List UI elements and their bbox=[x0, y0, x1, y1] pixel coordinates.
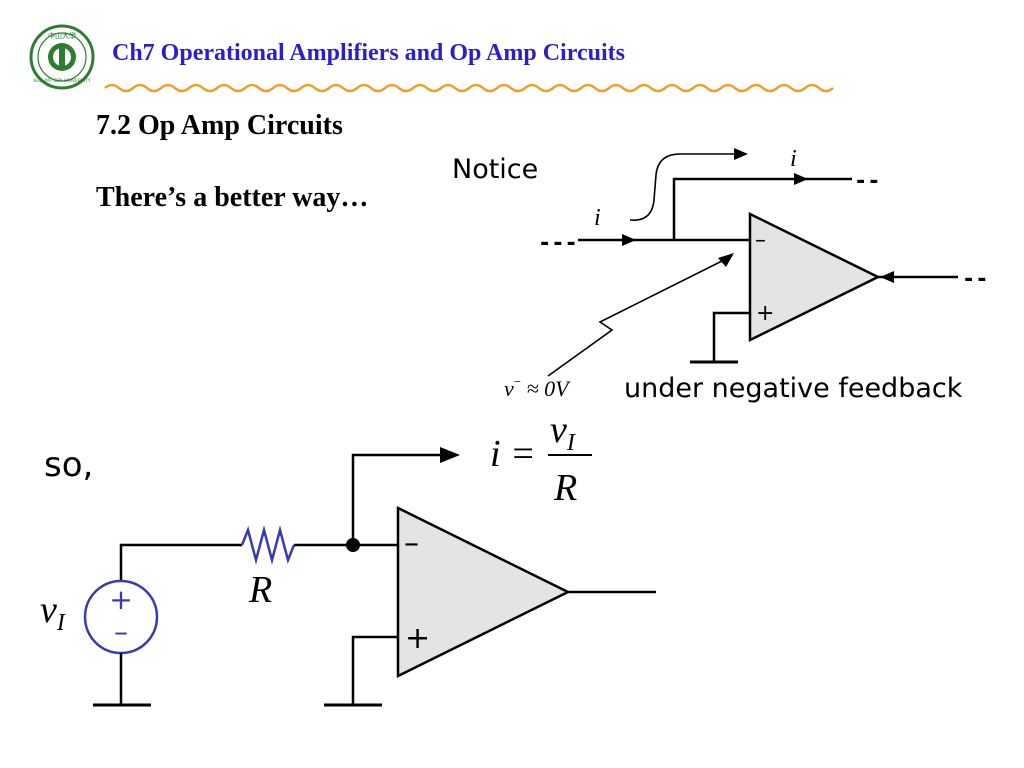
source-label-v: v bbox=[40, 589, 57, 631]
pointer-arrow bbox=[718, 253, 734, 267]
source-label-sub: I bbox=[56, 610, 66, 636]
resistor-symbol bbox=[240, 525, 296, 565]
equation-numerator: vI bbox=[550, 409, 576, 456]
bottom-opamp-minus: – bbox=[404, 526, 419, 561]
equation-lhs: i = bbox=[490, 433, 536, 475]
equation-num-sub: I bbox=[566, 430, 576, 456]
dashes-left: --- bbox=[538, 231, 578, 256]
source-minus: – bbox=[114, 615, 128, 648]
chapter-title: Ch7 Operational Amplifiers and Op Amp Ci… bbox=[112, 40, 625, 66]
top-opamp-plus: + bbox=[756, 301, 774, 326]
current-label-top: i bbox=[790, 146, 797, 172]
logo-chars: 中山大學 bbox=[48, 31, 76, 40]
source-top-wire bbox=[119, 543, 242, 585]
section-title: 7.2 Op Amp Circuits bbox=[96, 110, 343, 141]
top-opamp-minus: – bbox=[755, 228, 766, 253]
dashes-right-out: -- bbox=[962, 267, 989, 292]
bottom-opamp-body bbox=[396, 505, 571, 679]
resistor-label: R bbox=[248, 569, 272, 611]
top-ground-wire bbox=[712, 311, 750, 362]
top-opamp-body bbox=[748, 211, 881, 343]
equation-denominator: R bbox=[553, 467, 577, 509]
bottom-ground-wire bbox=[351, 635, 398, 705]
input-arrow bbox=[622, 234, 636, 246]
negative-feedback-note: under negative feedback bbox=[624, 373, 963, 404]
junction-node bbox=[346, 538, 360, 552]
subtitle: There’s a better way… bbox=[96, 182, 369, 213]
notice-label: Notice bbox=[452, 154, 538, 185]
feedback-arrow bbox=[794, 173, 808, 185]
header-rule bbox=[104, 83, 834, 93]
so-label: so, bbox=[44, 445, 93, 485]
bottom-opamp-plus: + bbox=[405, 621, 430, 656]
vminus-sup: − bbox=[514, 374, 521, 389]
current-out-arrow bbox=[440, 447, 460, 463]
vminus-label: v− ≈ 0V bbox=[504, 374, 571, 401]
dashes-right-top: -- bbox=[854, 169, 881, 194]
equation-num-v: v bbox=[550, 409, 567, 451]
feedback-wire bbox=[672, 177, 852, 240]
current-label-in: i bbox=[594, 205, 601, 231]
source-label: vI bbox=[40, 589, 66, 636]
pointer-squiggle bbox=[547, 258, 727, 377]
current-out-wire bbox=[351, 453, 444, 545]
current-path-curve bbox=[629, 153, 742, 221]
vminus-v: v bbox=[504, 376, 514, 401]
source-plus: + bbox=[109, 583, 132, 616]
logo-text: SUN YAT-SEN UNIVERSITY bbox=[33, 78, 90, 84]
current-path-arrow bbox=[734, 148, 748, 160]
university-logo: 中山大學 SUN YAT-SEN UNIVERSITY bbox=[29, 24, 95, 90]
vminus-approx: ≈ 0V bbox=[521, 376, 571, 401]
top-output-arrow bbox=[880, 271, 894, 283]
